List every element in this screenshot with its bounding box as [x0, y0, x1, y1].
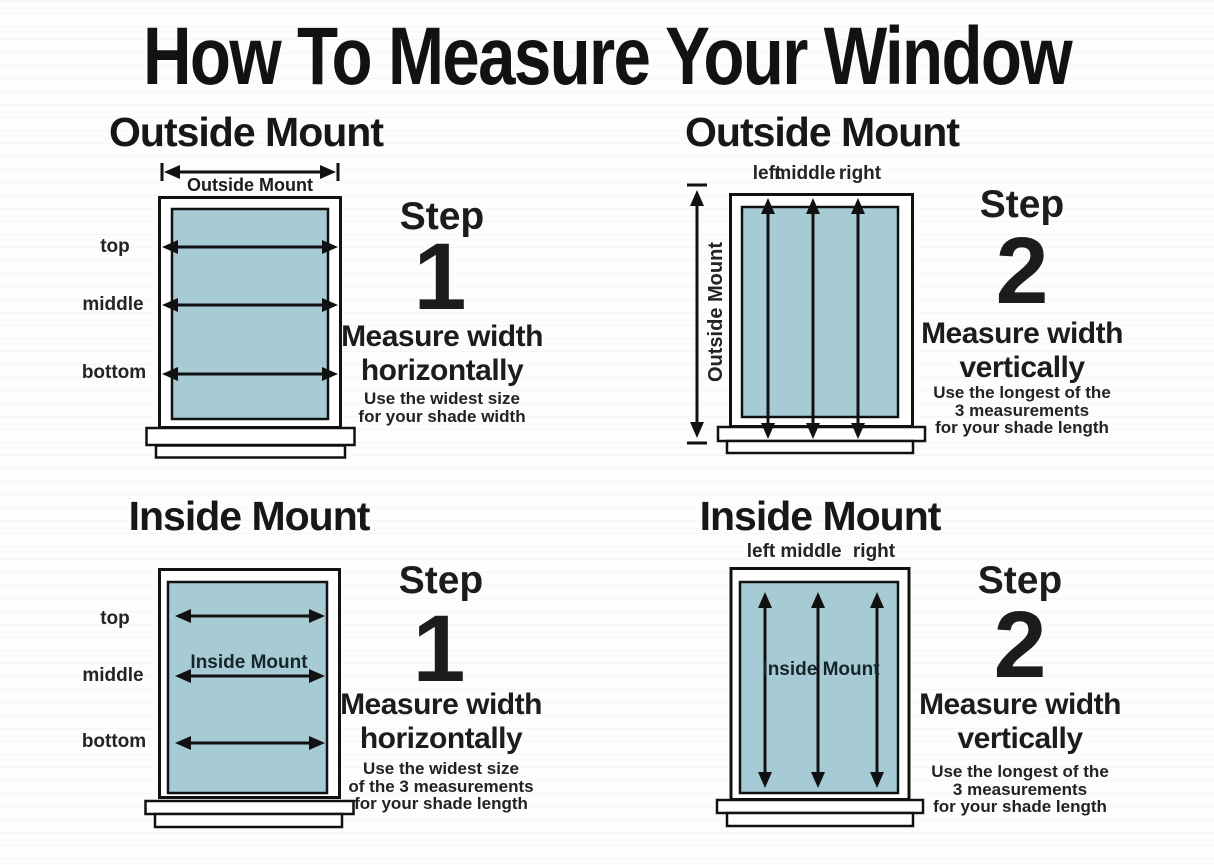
instruction-line2: vertically [959, 351, 1085, 384]
height-measure-arrow [687, 183, 707, 445]
note-line: 3 measurements [954, 400, 1090, 420]
step-number: 1 [413, 224, 467, 330]
quadrant-heading: Outside Mount [109, 109, 384, 155]
window-diagram-inside-horizontal [144, 568, 355, 829]
row-label-middle: middle [82, 294, 144, 315]
note-line: of the 3 measurements [348, 776, 534, 796]
measure-arrow-left [758, 592, 772, 788]
note-line: for your shade length [933, 797, 1107, 816]
window-apron [725, 811, 915, 828]
measure-arrow-top [175, 609, 325, 623]
step-number: 2 [995, 218, 1049, 324]
note-line: for your shade length [935, 418, 1109, 437]
row-label-bottom: bottom [81, 362, 147, 383]
note-line: for your shade width [358, 406, 526, 426]
measure-arrow-right [851, 198, 865, 439]
row-label-middle: middle [82, 665, 144, 686]
measure-arrow-middle [806, 198, 820, 439]
window-apron [154, 444, 347, 459]
quadrant-heading: Inside Mount [128, 493, 371, 539]
measure-arrow-middle [811, 592, 825, 788]
measure-arrow-right [870, 592, 884, 788]
pane-label: Inside Mount [190, 652, 308, 673]
window-apron [725, 439, 915, 455]
measure-arrow-middle [175, 669, 325, 683]
window-sill [145, 426, 356, 447]
step-word: Step [398, 559, 484, 602]
measure-arrow-label: Outside Mount [187, 175, 313, 195]
measure-arrow-bottom [175, 736, 325, 750]
window-diagram-inside-vertical [715, 567, 925, 828]
note-line: Use the longest of the [933, 383, 1111, 402]
col-label-middle: middle [780, 541, 842, 562]
window-diagram-outside-horizontal [145, 163, 356, 459]
pane-label: Inside Mount [762, 659, 880, 680]
note-line: for your shade length [354, 794, 528, 813]
width-measure-arrow [160, 163, 340, 181]
instruction-line1: Measure width [341, 320, 543, 353]
row-label-top: top [100, 608, 130, 629]
note-line: Use the longest of the [931, 762, 1109, 781]
quadrant-heading: Inside Mount [699, 493, 942, 539]
measure-arrow-middle [162, 298, 338, 312]
step-word: Step [399, 195, 485, 238]
instruction-line1: Measure width [340, 688, 542, 721]
step-number: 2 [993, 592, 1047, 698]
instruction-line2: horizontally [360, 354, 524, 387]
measure-arrow-bottom [162, 367, 338, 381]
step-word: Step [977, 559, 1063, 602]
col-label-right: right [852, 541, 896, 562]
measure-arrow-left [761, 198, 775, 439]
col-label-left: left [752, 163, 782, 184]
step-word: Step [979, 183, 1065, 226]
window-apron [153, 812, 344, 829]
col-label-middle: middle [774, 163, 836, 184]
page-title: How To Measure Your Window [142, 11, 1073, 102]
instruction-line2: horizontally [359, 722, 523, 755]
col-label-left: left [746, 541, 776, 562]
row-label-top: top [100, 236, 130, 257]
row-label-bottom: bottom [81, 731, 147, 752]
quadrant-heading: Outside Mount [685, 109, 960, 155]
height-measure-label: Outside Mount [705, 242, 727, 382]
window-diagram-outside-vertical [687, 183, 927, 455]
col-label-right: right [838, 163, 882, 184]
note-line: 3 measurements [952, 779, 1088, 799]
instruction-line1: Measure width [919, 688, 1121, 721]
instruction-line2: vertically [957, 722, 1083, 755]
measure-arrow-top [162, 240, 338, 254]
note-line: Use the widest size [363, 759, 519, 778]
step-number: 1 [412, 596, 466, 702]
instruction-line1: Measure width [921, 317, 1123, 350]
window-pane [170, 207, 330, 421]
note-line: Use the widest size [364, 389, 520, 408]
